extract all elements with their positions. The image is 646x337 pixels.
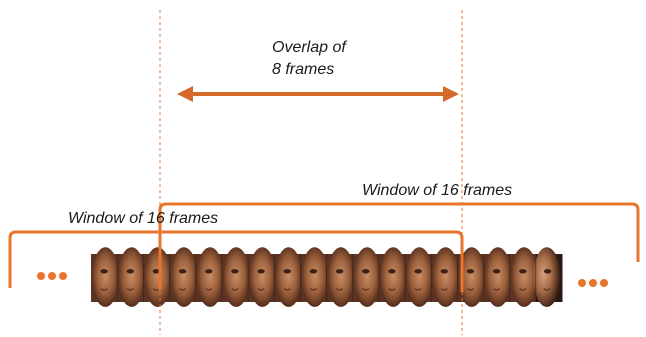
video-frame bbox=[378, 247, 407, 307]
double-arrow-icon bbox=[177, 86, 459, 102]
video-frame bbox=[116, 247, 146, 307]
window-bracket-upper bbox=[158, 202, 640, 290]
ellipsis-right-icon bbox=[578, 279, 608, 287]
overlap-label-line1: Overlap of bbox=[272, 39, 346, 56]
video-frame bbox=[195, 247, 224, 307]
video-frame bbox=[247, 247, 276, 307]
video-frame bbox=[91, 247, 119, 307]
video-frame bbox=[352, 247, 381, 307]
video-frame bbox=[326, 247, 355, 307]
ellipsis-dot bbox=[48, 272, 56, 280]
video-frame bbox=[169, 247, 198, 307]
window-bracket-lower bbox=[8, 230, 464, 292]
ellipsis-dot bbox=[600, 279, 608, 287]
video-frame bbox=[430, 247, 460, 307]
ellipsis-dot bbox=[578, 279, 586, 287]
ellipsis-dot bbox=[37, 272, 45, 280]
video-frame bbox=[509, 247, 538, 307]
video-frame bbox=[404, 247, 433, 307]
window-upper-label: Window of 16 frames bbox=[362, 182, 513, 199]
window-lower-label: Window of 16 frames bbox=[68, 210, 219, 227]
video-frame-strip bbox=[91, 247, 563, 307]
ellipsis-dot bbox=[589, 279, 597, 287]
video-frame bbox=[221, 247, 250, 307]
overlap-label-line2: 8 frames bbox=[272, 61, 335, 78]
ellipsis-dot bbox=[59, 272, 67, 280]
video-frame bbox=[273, 247, 303, 307]
video-frame bbox=[533, 247, 563, 307]
video-frame bbox=[483, 247, 512, 307]
video-frame bbox=[143, 247, 172, 307]
video-frame bbox=[299, 247, 329, 307]
ellipsis-left-icon bbox=[37, 272, 67, 280]
